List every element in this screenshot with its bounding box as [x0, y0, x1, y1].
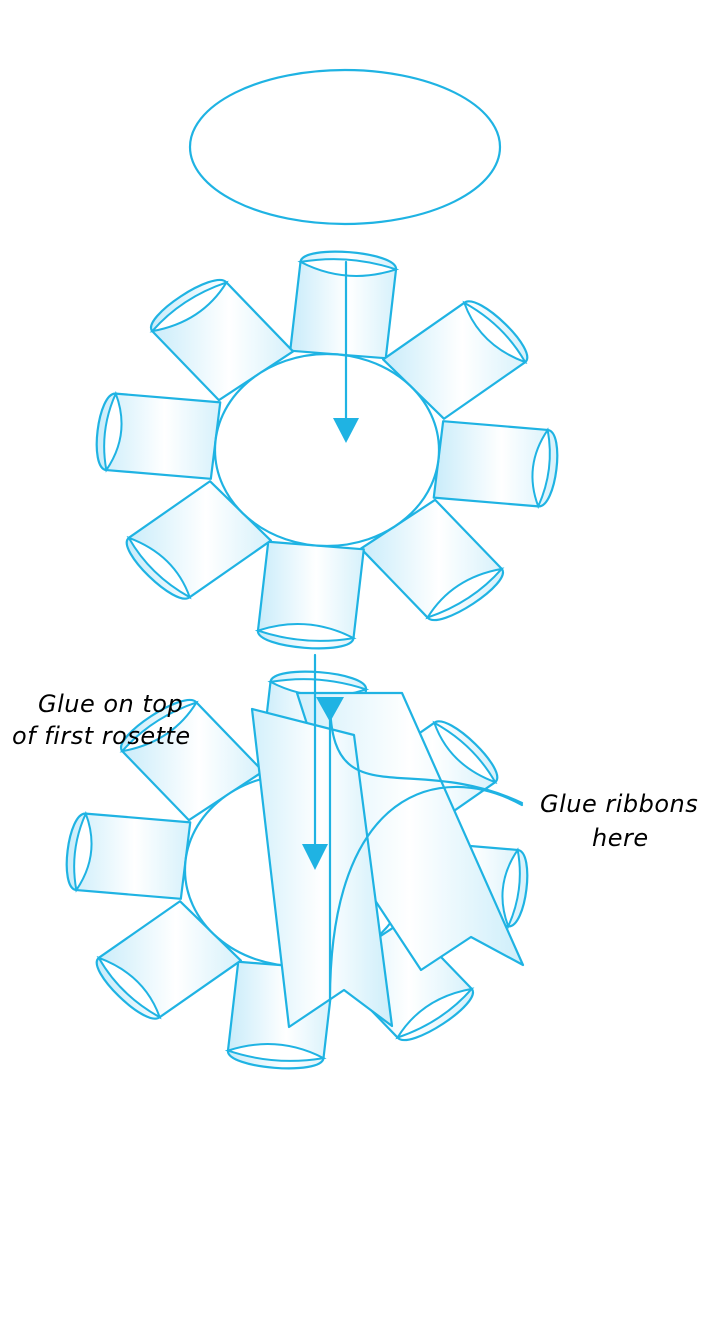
- center-circle: [190, 70, 500, 224]
- label-ribbons-line1: Glue ribbons: [540, 790, 698, 818]
- label-glue-line2: of first rosette: [12, 722, 191, 750]
- rosette-center: [215, 354, 439, 546]
- label-glue-ribbons: Glue ribbons here: [540, 790, 698, 852]
- label-glue-line1: Glue on top: [38, 690, 183, 718]
- label-ribbons-line2: here: [592, 824, 649, 852]
- first-rosette: [97, 252, 558, 649]
